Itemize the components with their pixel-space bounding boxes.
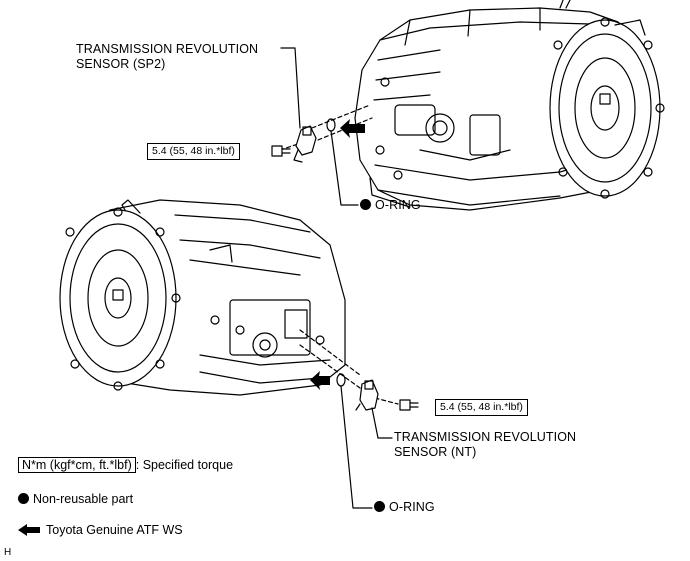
non-reusable-dot-icon	[18, 493, 29, 504]
sensor-sp2-drawing	[293, 125, 317, 163]
oring-top-text: O-RING	[375, 198, 421, 212]
sensor-nt-label-line2: SENSOR (NT)	[394, 445, 477, 459]
legend-atf-text: Toyota Genuine ATF WS	[46, 523, 183, 537]
oring-top-label: O-RING	[360, 198, 421, 213]
atf-arrow-icon	[18, 524, 40, 536]
sensor-nt-label-line1: TRANSMISSION REVOLUTION	[394, 430, 577, 444]
bolt-top-drawing	[271, 145, 291, 157]
legend-torque-unit: N*m (kgf*cm, ft.*lbf)	[18, 457, 136, 473]
non-reusable-dot-icon	[374, 501, 385, 512]
oring-bottom-label: O-RING	[374, 500, 435, 515]
sensor-sp2-label-line2: SENSOR (SP2)	[76, 57, 166, 71]
atf-arrow-top	[340, 119, 365, 138]
torque-spec-bottom: 5.4 (55, 48 in.*lbf)	[435, 399, 528, 416]
top-transmission-drawing	[279, 0, 665, 211]
legend-non-reusable: Non-reusable part	[18, 492, 133, 507]
oring-bottom-drawing	[336, 373, 346, 387]
sensor-nt-drawing	[355, 379, 379, 411]
non-reusable-dot-icon	[360, 199, 371, 210]
bottom-transmission-drawing	[59, 199, 399, 405]
sensor-sp2-label-line1: TRANSMISSION REVOLUTION	[76, 42, 259, 56]
oring-top-drawing	[326, 118, 336, 132]
legend-atf: Toyota Genuine ATF WS	[18, 523, 183, 538]
oring-bottom-text: O-RING	[389, 500, 435, 514]
torque-spec-top: 5.4 (55, 48 in.*lbf)	[147, 143, 240, 160]
bolt-bottom-drawing	[399, 399, 419, 411]
legend-non-reusable-text: Non-reusable part	[33, 492, 134, 506]
corner-code: H	[4, 547, 12, 558]
legend-torque: N*m (kgf*cm, ft.*lbf): Specified torque	[18, 457, 234, 473]
legend-torque-text: : Specified torque	[135, 458, 234, 472]
atf-arrow-bottom	[310, 371, 330, 390]
